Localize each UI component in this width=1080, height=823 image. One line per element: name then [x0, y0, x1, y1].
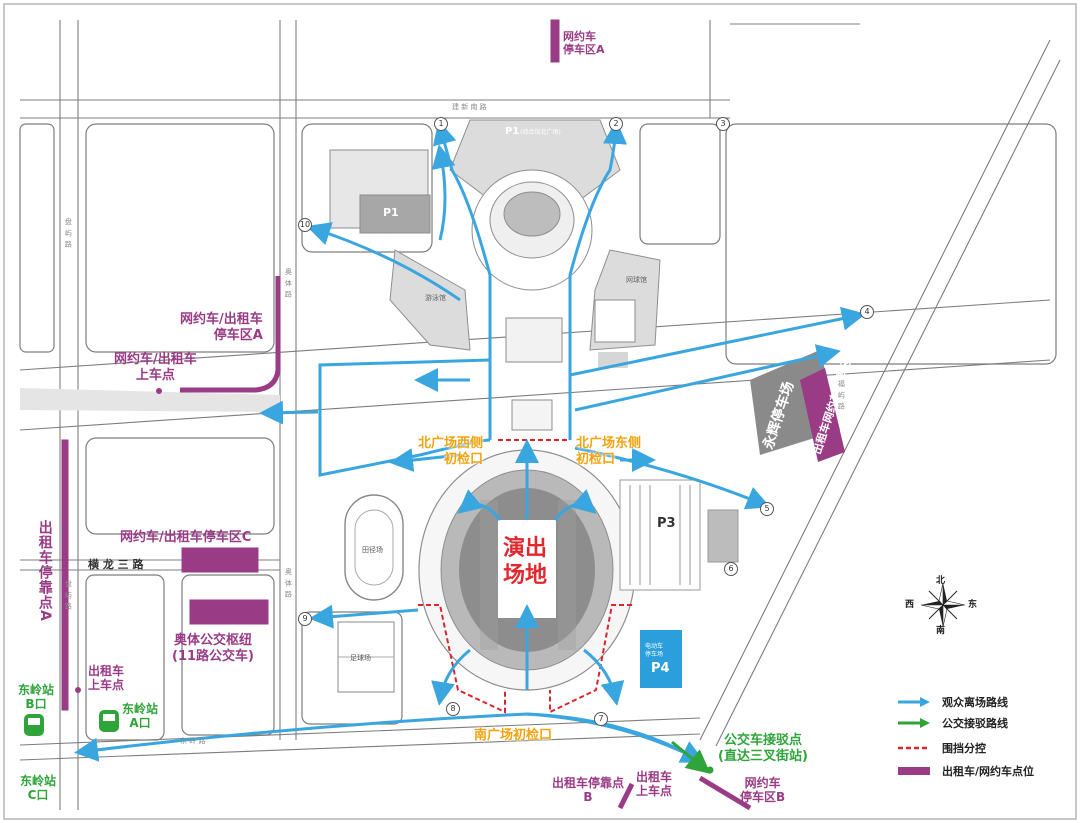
legend-label: 出租车/网约车点位: [942, 765, 1035, 778]
henglong-road-label: 横 龙 三 路: [88, 558, 144, 571]
ride-taxi-zone-a-label: 网约车/出租车 停车区A: [180, 312, 263, 343]
ride-taxi-zone-c-label: 网约车/出租车停车区C: [120, 530, 252, 545]
gate-7: 7: [594, 712, 608, 726]
p4-sub: 电动车: [645, 642, 663, 650]
bus-route: [671, 740, 711, 774]
legend-label: 围挡分控: [942, 742, 986, 755]
tennis-hall-label: 网球馆: [626, 275, 647, 284]
compass-east: 东: [968, 600, 978, 610]
gate-8: 8: [446, 702, 460, 716]
taxi-pickup-left-label: 出租车 上车点: [88, 664, 125, 693]
gate-3: 3: [716, 117, 730, 131]
p1-top-label: P1: [505, 126, 519, 137]
compass-west: 西: [905, 600, 915, 610]
road-mid-2: 奥 体 路: [284, 568, 293, 599]
bus-transfer-point: [706, 766, 714, 774]
p4-label: P4: [651, 661, 670, 676]
taxi-zone-a-top-label: 网约车 停车区A: [563, 30, 605, 57]
road-left-1: 盘 屿 路: [64, 218, 73, 249]
taxi-stop-a-label: 出租车停靠点A: [36, 520, 53, 622]
field-label: 田径场: [362, 545, 383, 554]
yonghui-parking: [750, 350, 845, 462]
gate-9: 9: [298, 612, 312, 626]
road-bottom: 东 岭 路: [180, 737, 206, 745]
road-mid-1: 奥 体 路: [284, 268, 293, 299]
pickup-point-dot-2: [75, 687, 81, 693]
metro-icon-windows: [28, 714, 115, 725]
north-east-check-label: 北广场东侧 初检口: [576, 436, 642, 467]
venue-label-2: 场地: [503, 563, 547, 588]
bus-transfer-label: 公交车接驳点 (直达三叉街站): [718, 733, 808, 764]
dongling-c-label: 东岭站 C口: [20, 774, 57, 803]
south-check-label: 南广场初检口: [474, 728, 553, 743]
legend-label: 观众离场路线: [942, 696, 1008, 709]
p3-label: P3: [657, 516, 676, 531]
road-left-2: 盘 屿 路: [64, 580, 73, 611]
compass-rose: [920, 582, 966, 628]
taxi-zones: [61, 19, 752, 811]
compass-north: 北: [936, 576, 946, 586]
p4-parking: [640, 630, 682, 688]
gate-5: 5: [760, 502, 774, 516]
legend-bus-route: 公交接驳路线: [896, 715, 1008, 731]
upper-complex: [329, 119, 661, 431]
expressway-band: [20, 388, 280, 412]
ride-taxi-pickup-label: 网约车/出租车 上车点: [114, 352, 197, 383]
p3-parking: [619, 479, 739, 591]
taxi-stop-b-label: 出租车停靠点 B: [552, 776, 625, 805]
audience-routes: [74, 120, 866, 763]
pool-label: 游泳馆: [425, 293, 446, 302]
legend-label: 公交接驳路线: [942, 717, 1008, 730]
legend-audience-route: 观众离场路线: [896, 694, 1008, 710]
legend-dash-icon: [898, 746, 930, 750]
legend-barrier: 围挡分控: [896, 740, 986, 756]
dongling-a-label: 东岭站 A口: [122, 702, 159, 731]
compass-south: 南: [936, 626, 946, 636]
gate-2: 2: [609, 117, 623, 131]
football-label: 足球场: [350, 653, 371, 662]
legend-taxi-point: 出租车/网约车点位: [896, 763, 1034, 779]
north-west-check-label: 北广场西侧 初检口: [418, 436, 484, 467]
track-field: [337, 494, 404, 693]
gate-6: 6: [724, 562, 738, 576]
ride-zone-b-label: 网约车 停车区B: [740, 776, 786, 805]
gate-10: 10: [298, 218, 312, 232]
bus-hub-label: 奥体公交枢纽 (11路公交车): [172, 633, 254, 664]
gate-4: 4: [860, 305, 874, 319]
taxi-pickup-bottom-label: 出租车 上车点: [636, 770, 673, 799]
road-right-diag: 福 屿 路: [837, 380, 846, 411]
legend-green-arrow-icon: [898, 718, 930, 728]
venue-label-1: 演出: [503, 535, 547, 561]
legend-blue-arrow-icon: [898, 697, 930, 707]
dongling-b-label: 东岭站 B口: [18, 683, 55, 712]
p1-left-label: P1: [383, 206, 399, 219]
gate-1: 1: [434, 117, 448, 131]
road-top: 建 新 南 路: [452, 103, 487, 111]
pickup-point-dot: [156, 388, 162, 394]
p4-sub-2: 停车场: [645, 650, 663, 658]
p1-top-sub: (综合馆北广场): [520, 128, 561, 136]
legend-purple-bar-icon: [898, 767, 930, 775]
